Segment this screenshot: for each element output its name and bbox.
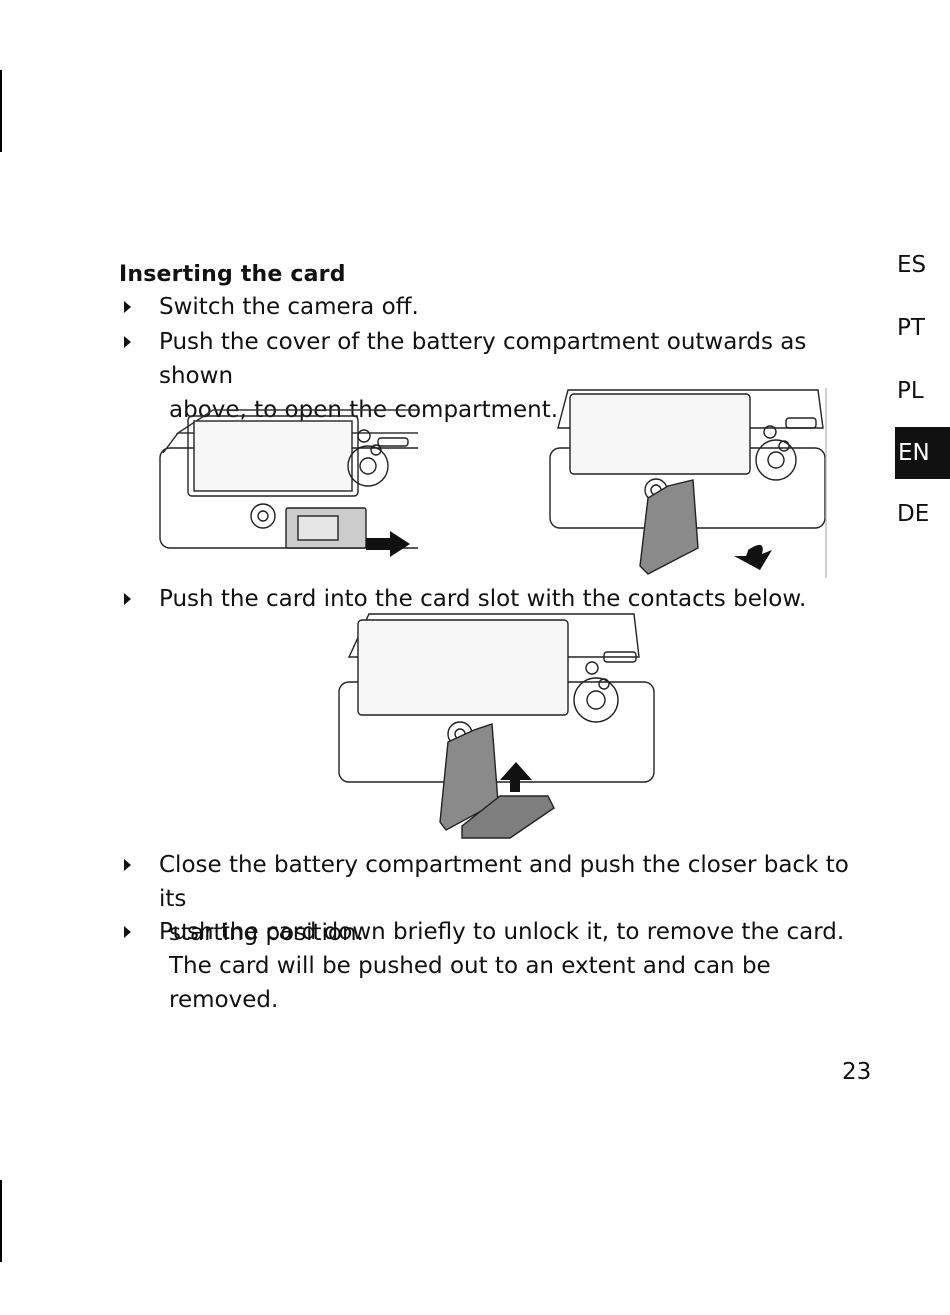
step-1-text: Switch the camera off. xyxy=(159,294,419,320)
step-2: Push the cover of the battery compartmen… xyxy=(124,325,874,427)
bullet-triangle-icon xyxy=(124,336,131,348)
step-4-text-cont: starting position. xyxy=(169,920,364,946)
bullet-triangle-icon xyxy=(124,593,131,605)
camera-cover-open-illustration xyxy=(158,408,418,558)
step-4-text: Close the battery compartment and push t… xyxy=(159,852,849,912)
language-tab-de[interactable]: DE xyxy=(897,501,930,527)
language-tab-en[interactable]: EN xyxy=(895,427,950,479)
card-insert-illustration xyxy=(334,612,659,842)
bullet-triangle-icon xyxy=(124,859,131,871)
bullet-triangle-icon xyxy=(124,926,131,938)
step-1: Switch the camera off. xyxy=(124,290,874,324)
step-5-text: Push the card down briefly to unlock it,… xyxy=(159,919,845,945)
step-3-text: Push the card into the card slot with th… xyxy=(159,586,807,612)
camera-cover-flipped-illustration xyxy=(548,388,828,578)
language-tab-pl[interactable]: PL xyxy=(897,378,924,404)
step-5-text-cont: The card will be pushed out to an extent… xyxy=(169,953,771,1013)
step-2-text: Push the cover of the battery compartmen… xyxy=(159,329,807,389)
section-title: Inserting the card xyxy=(119,262,346,287)
bullet-triangle-icon xyxy=(124,301,131,313)
language-tab-es[interactable]: ES xyxy=(897,252,927,278)
crop-mark-bottom xyxy=(0,1180,2,1262)
step-3: Push the card into the card slot with th… xyxy=(124,582,874,616)
crop-mark-top xyxy=(0,70,2,152)
step-5: Push the card down briefly to unlock it,… xyxy=(124,915,874,1017)
language-tab-pt[interactable]: PT xyxy=(897,315,925,341)
page-number: 23 xyxy=(842,1059,872,1085)
step-4: Close the battery compartment and push t… xyxy=(124,848,874,950)
